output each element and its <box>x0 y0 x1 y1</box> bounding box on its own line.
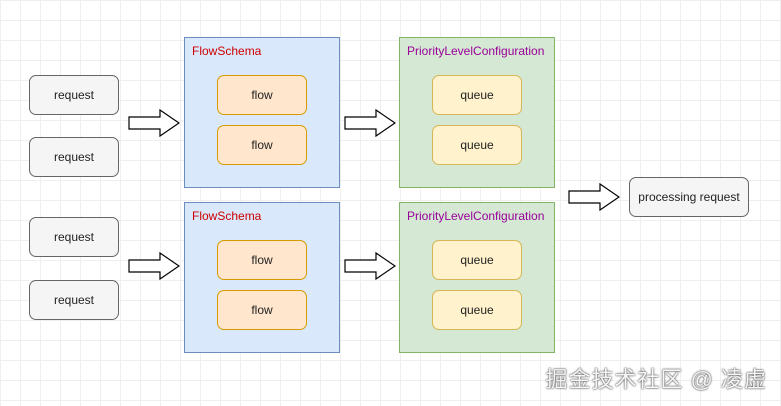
arrow-right-icon <box>128 109 180 137</box>
arrow-right-icon <box>344 109 396 137</box>
queue-node: queue <box>432 240 522 280</box>
queue-node: queue <box>432 75 522 115</box>
processing-request-node: processing request <box>629 177 749 217</box>
request-node-3: request <box>29 217 119 257</box>
watermark-text: 掘金技术社区 @ 凌虚 <box>545 367 767 392</box>
request-node-1: request <box>29 75 119 115</box>
arrow-right-icon <box>128 252 180 280</box>
flow-node: flow <box>217 240 307 280</box>
request-node-4: request <box>29 280 119 320</box>
flowschema-title: FlowSchema <box>192 44 262 58</box>
priority-level-title: PriorityLevelConfiguration <box>407 209 545 223</box>
arrow-right-icon <box>568 183 620 211</box>
arrow-right-icon <box>344 252 396 280</box>
request-node-2: request <box>29 137 119 177</box>
queue-node: queue <box>432 290 522 330</box>
queue-node: queue <box>432 125 522 165</box>
flow-node: flow <box>217 125 307 165</box>
flow-node: flow <box>217 290 307 330</box>
priority-level-title: PriorityLevelConfiguration <box>407 44 545 58</box>
flow-node: flow <box>217 75 307 115</box>
flowschema-title: FlowSchema <box>192 209 262 223</box>
